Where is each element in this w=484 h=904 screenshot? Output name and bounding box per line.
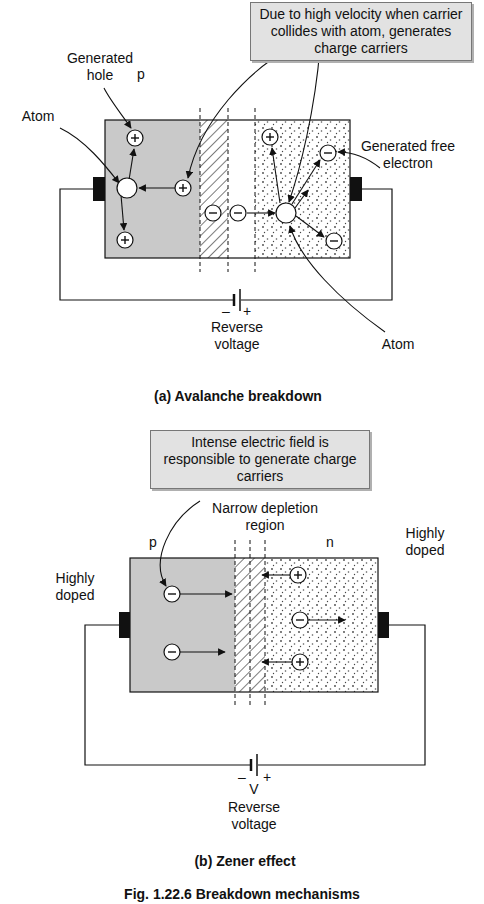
- zener-junction: [85, 540, 425, 776]
- stroke: [262, 129, 278, 145]
- motion-arrow: [247, 212, 275, 213]
- stroke: [292, 654, 308, 670]
- motion-arrow: [272, 148, 280, 203]
- stroke: [168, 593, 176, 594]
- hole-symbol: [127, 130, 143, 146]
- label: +: [240, 303, 254, 320]
- electron-symbol: [326, 233, 342, 249]
- stroke: [234, 212, 242, 213]
- stroke: [292, 612, 308, 628]
- label: V: [244, 781, 264, 798]
- electron-symbol: [164, 644, 180, 660]
- label: Atom: [373, 336, 423, 353]
- hole-symbol: [175, 180, 191, 196]
- stroke: [175, 180, 191, 196]
- stroke: [290, 567, 306, 583]
- label: (b) Zener effect: [145, 853, 345, 870]
- atom-symbol: [117, 178, 137, 198]
- avalanche-junction: [60, 108, 392, 311]
- stroke: [299, 658, 300, 666]
- label: –: [219, 303, 233, 320]
- motion-arrow: [296, 216, 324, 237]
- motion-arrow: [121, 195, 124, 230]
- stroke: [330, 240, 338, 241]
- stroke: [296, 619, 304, 620]
- callout-box: Due to high velocity when carrier collid…: [250, 2, 472, 61]
- figure-caption: Fig. 1.22.6 Breakdown mechanisms: [42, 886, 442, 903]
- label: (a) Avalanche breakdown: [118, 388, 358, 405]
- stroke: [209, 212, 217, 213]
- stroke: [164, 644, 180, 660]
- label: Atom: [13, 108, 63, 125]
- callout-text: Due to high velocity when carrier collid…: [256, 6, 466, 57]
- hole-symbol: [292, 654, 308, 670]
- stroke: [320, 145, 336, 161]
- stroke: [182, 184, 183, 192]
- motion-arrow: [292, 160, 320, 204]
- label: n: [320, 534, 340, 551]
- electron-symbol: [164, 586, 180, 602]
- label: Generated free electron: [360, 138, 456, 172]
- stroke: [164, 586, 180, 602]
- electron-symbol: [205, 205, 221, 221]
- stroke: [124, 236, 125, 244]
- label: p: [143, 534, 163, 551]
- motion-arrow: [139, 187, 175, 188]
- stroke: [134, 134, 135, 142]
- leader-lines: [60, 48, 385, 586]
- stroke: [230, 205, 246, 221]
- stroke: [297, 571, 298, 579]
- label: p: [131, 66, 151, 83]
- electron-symbol: [320, 145, 336, 161]
- stroke: [205, 205, 221, 221]
- stroke: [168, 651, 176, 652]
- motion-arrow: [295, 190, 308, 208]
- electron-symbol: [230, 205, 246, 221]
- hole-symbol: [290, 567, 306, 583]
- stroke: [326, 233, 342, 249]
- stroke: [324, 152, 332, 153]
- callout-text: Intense electric field is responsible to…: [156, 434, 364, 485]
- hole-symbol: [117, 232, 133, 248]
- stroke: [269, 133, 270, 141]
- electron-symbol: [292, 612, 308, 628]
- label: Reverse voltage: [197, 319, 277, 353]
- callout-box: Intense electric field is responsible to…: [150, 430, 370, 489]
- label: +: [260, 769, 274, 786]
- label: Reverse voltage: [214, 799, 294, 833]
- motion-arrow: [262, 661, 292, 662]
- motion-arrow: [262, 574, 290, 575]
- stroke: [117, 232, 133, 248]
- motion-arrow: [308, 619, 345, 620]
- atom-symbol: [276, 203, 296, 223]
- motion-arrow: [180, 593, 232, 594]
- stroke: [127, 130, 143, 146]
- label: Narrow depletion region: [200, 500, 330, 534]
- motion-arrow: [180, 651, 225, 652]
- hole-symbol: [262, 129, 278, 145]
- motion-arrow: [129, 149, 134, 180]
- label: Highly doped: [43, 570, 107, 604]
- label: –: [235, 769, 249, 786]
- label: Generated hole: [60, 50, 140, 84]
- label: Highly doped: [393, 525, 457, 559]
